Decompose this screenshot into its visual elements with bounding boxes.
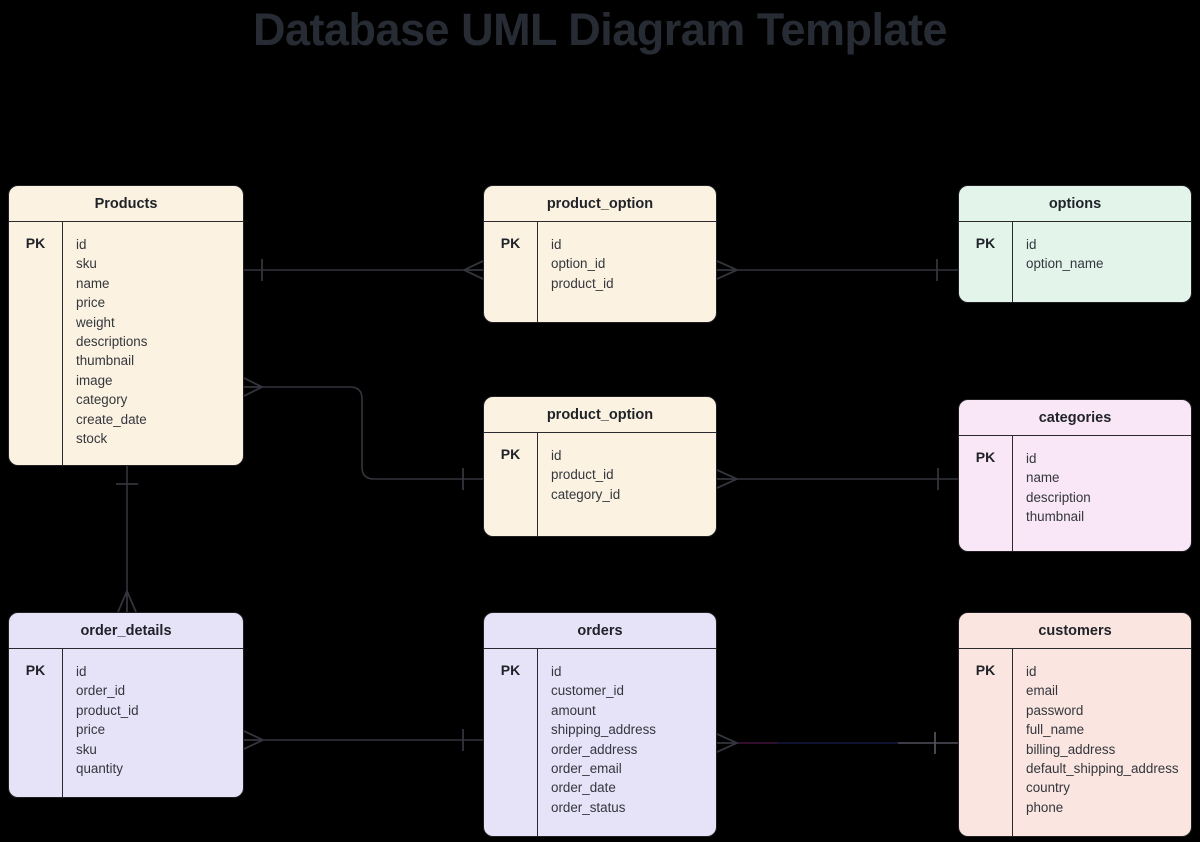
field-name: id bbox=[1026, 237, 1037, 252]
entity-options[interactable]: options PK id option_name bbox=[958, 185, 1192, 303]
entity-categories[interactable]: categories PK id name description thumbnail bbox=[958, 399, 1192, 552]
entity-title: orders bbox=[484, 613, 716, 649]
field-list: id option_id product_id bbox=[538, 222, 716, 322]
entity-products[interactable]: Products PK id sku name price weight descript… bbox=[8, 185, 244, 466]
field-name: create_date bbox=[76, 411, 147, 427]
relationship-product_option-middle-products bbox=[243, 377, 483, 490]
field-name: country bbox=[1026, 780, 1070, 796]
field-name: shipping_address bbox=[551, 722, 656, 738]
field-name: order_id bbox=[76, 683, 126, 699]
entity-title: options bbox=[959, 186, 1191, 222]
relationship-orders-order_details bbox=[243, 729, 483, 751]
pk-label: PK bbox=[959, 222, 1013, 302]
field-name: order_address bbox=[551, 741, 638, 757]
field-name: id bbox=[1026, 451, 1037, 466]
entity-title: product_option bbox=[484, 397, 716, 433]
field-name: thumbnail bbox=[1026, 509, 1085, 525]
field-name: product_id bbox=[76, 702, 139, 718]
relationship-options-product_option-top bbox=[716, 259, 958, 281]
entity-body: PK id option_id product_id bbox=[484, 222, 716, 322]
field-name: thumbnail bbox=[76, 353, 135, 369]
field-name: category_id bbox=[551, 486, 621, 502]
field-list: id name description thumbnail bbox=[1013, 436, 1191, 551]
field-name: descriptions bbox=[76, 334, 148, 350]
pk-label: PK bbox=[9, 649, 63, 797]
field-name: sku bbox=[76, 741, 97, 757]
field-name: name bbox=[76, 275, 110, 291]
pk-label: PK bbox=[484, 433, 538, 536]
field-name: weight bbox=[76, 314, 115, 330]
field-name: full_name bbox=[1026, 722, 1085, 738]
field-list: id product_id category_id bbox=[538, 433, 716, 536]
relationship-customers-orders bbox=[716, 732, 958, 754]
entity-title: Products bbox=[9, 186, 243, 222]
page-title: Database UML Diagram Template bbox=[252, 4, 948, 55]
relationship-products-order_details bbox=[116, 466, 138, 613]
pk-label: PK bbox=[9, 222, 63, 465]
field-name: customer_id bbox=[551, 683, 624, 699]
field-name: id bbox=[76, 237, 87, 252]
field-name: stock bbox=[76, 431, 108, 447]
field-name: billing_address bbox=[1026, 741, 1116, 757]
entity-body: PK id product_id category_id bbox=[484, 433, 716, 536]
pk-label: PK bbox=[959, 649, 1013, 836]
field-name: id bbox=[551, 664, 562, 679]
field-name: option_id bbox=[551, 256, 606, 272]
pk-label: PK bbox=[959, 436, 1013, 551]
pk-label: PK bbox=[484, 222, 538, 322]
entity-title: categories bbox=[959, 400, 1191, 436]
field-name: description bbox=[1026, 489, 1091, 505]
field-name: default_shipping_address bbox=[1026, 761, 1179, 777]
relationship-products-product_option-top bbox=[244, 259, 484, 281]
field-name: id bbox=[76, 664, 87, 679]
field-list: id option_name bbox=[1013, 222, 1191, 302]
entity-body: PK id email password full_name billing_addre… bbox=[959, 649, 1191, 836]
entity-title: product_option bbox=[484, 186, 716, 222]
entity-title: order_details bbox=[9, 613, 243, 649]
entity-product_option-middle[interactable]: product_option PK id product_id category_i… bbox=[483, 396, 717, 537]
field-name: phone bbox=[1026, 799, 1064, 815]
entity-title: customers bbox=[959, 613, 1191, 649]
entity-body: PK id sku name price weight descriptions thumb… bbox=[9, 222, 243, 465]
relationship-categories-product_option-middle bbox=[716, 468, 958, 490]
field-name: price bbox=[76, 295, 106, 311]
field-name: id bbox=[1026, 664, 1037, 679]
field-name: id bbox=[551, 448, 562, 463]
field-name: id bbox=[551, 237, 562, 252]
field-name: sku bbox=[76, 256, 97, 272]
field-name: option_name bbox=[1026, 256, 1104, 272]
field-name: order_status bbox=[551, 799, 626, 815]
field-name: image bbox=[76, 372, 113, 388]
field-name: amount bbox=[551, 702, 596, 718]
entity-product_option-top[interactable]: product_option PK id option_id product_id bbox=[483, 185, 717, 323]
field-name: product_id bbox=[551, 275, 614, 291]
field-name: password bbox=[1026, 702, 1084, 718]
field-name: name bbox=[1026, 470, 1060, 486]
field-name: order_date bbox=[551, 780, 616, 796]
field-name: category bbox=[76, 392, 128, 408]
field-name: email bbox=[1026, 683, 1058, 699]
field-name: product_id bbox=[551, 467, 614, 483]
pk-label: PK bbox=[484, 649, 538, 836]
entity-body: PK id name description thumbnail bbox=[959, 436, 1191, 551]
field-name: order_email bbox=[551, 761, 622, 777]
field-name: quantity bbox=[76, 761, 123, 777]
field-name: price bbox=[76, 722, 106, 738]
entity-body: PK id option_name bbox=[959, 222, 1191, 302]
field-list: id sku name price weight descriptions thumbnai… bbox=[63, 222, 243, 465]
